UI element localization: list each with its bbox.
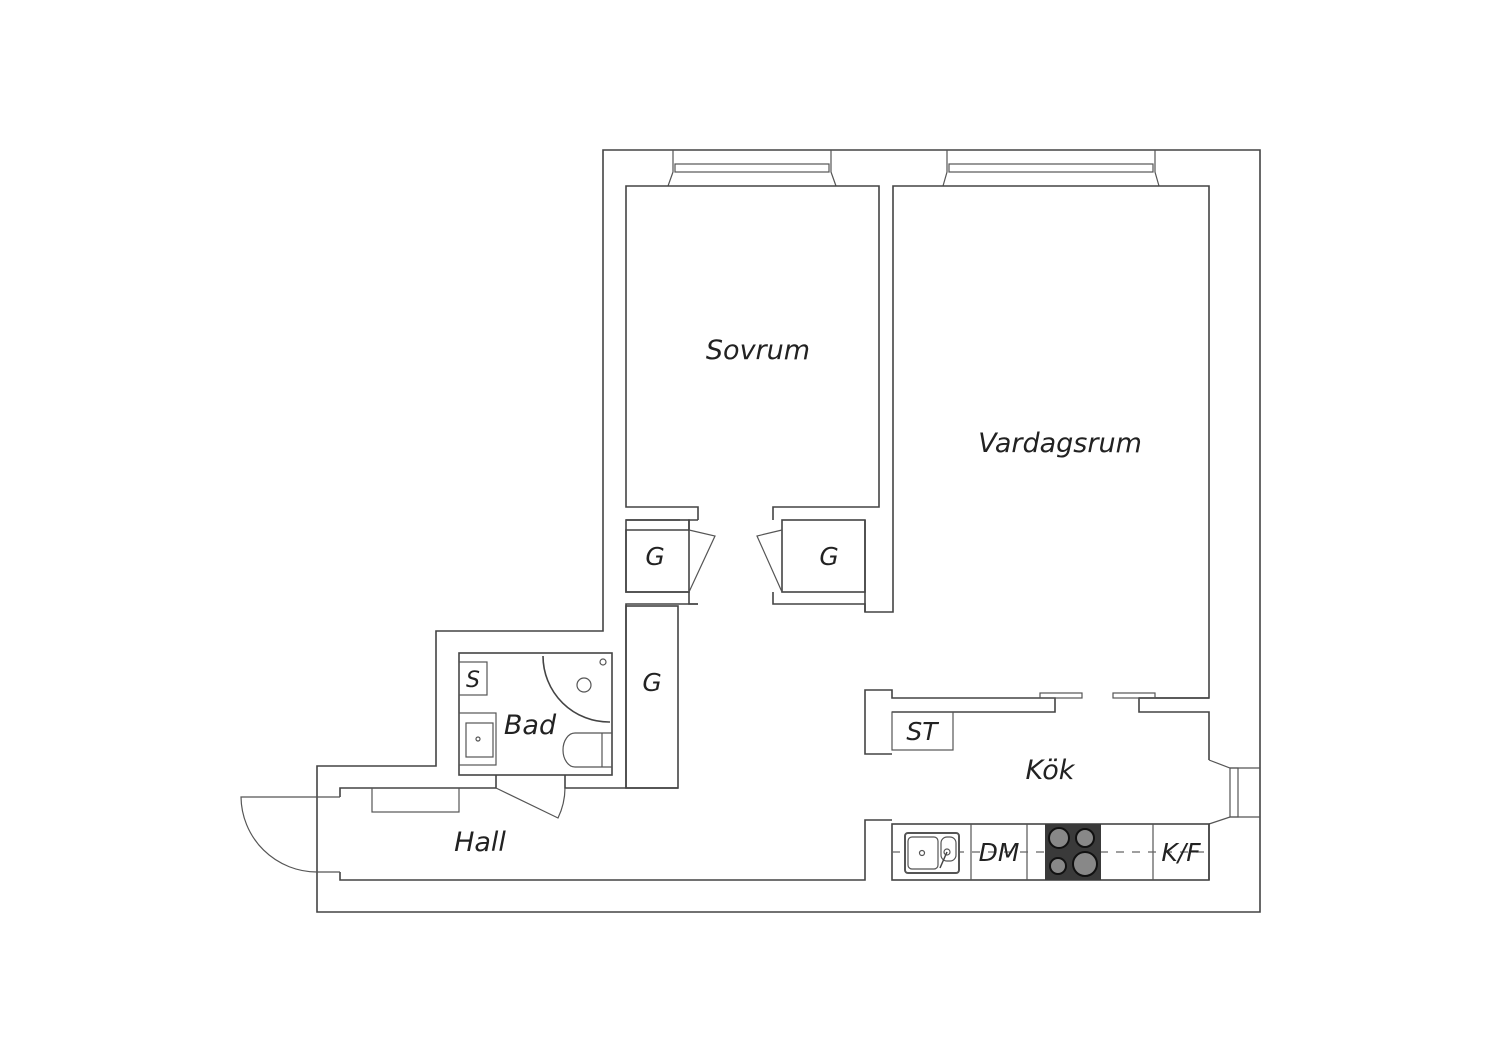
fixture-label-fridge: K/F [1161,838,1201,867]
shower-drain-icon [599,658,607,666]
closet-left [625,519,690,593]
living-room-wall [864,185,1210,699]
closet-label: G [819,542,838,571]
fixture-label-dishwasher: DM [979,838,1020,867]
hall-bottom-wall [339,819,892,881]
window-kitchen [1208,759,1260,825]
bedroom-wall [625,185,880,520]
hall-wardrobe [371,787,460,813]
door-stub-left [1039,692,1083,699]
storage-cabinet [891,711,954,751]
fixture-label-storage: ST [906,717,939,746]
kitchen-sink-icon [904,832,960,874]
sink-drain [475,736,481,742]
room-label-living-room: Vardagsrum [978,428,1142,459]
shower-head-icon [576,677,592,693]
room-label-bedroom: Sovrum [706,335,810,366]
outer-wall [316,149,1261,913]
closet-left-door [688,529,716,593]
closet-label: G [645,542,664,571]
room-label-kitchen: Kök [1026,755,1076,786]
closet-label: G [642,668,661,697]
closet-right-door [756,529,783,593]
window-living-room [942,150,1160,187]
stove-icon [1045,824,1101,880]
fixture-label-cabinet: S [466,668,480,693]
bathroom-door [495,787,566,819]
hall-wall [339,775,497,797]
sink-basin [465,722,494,758]
closet-right-wall [772,592,866,612]
bathroom-sink [458,712,497,766]
kitchen-top-wall-right [1138,697,1210,760]
toilet-icon [562,732,612,768]
window-bedroom [667,150,837,187]
door-stub-right [1112,692,1156,699]
bath-cabinet [458,661,488,696]
closet-right [781,519,866,593]
hall-wall-2 [564,775,678,789]
closet-hall [625,605,679,789]
entrance-door[interactable] [240,796,340,873]
wall-left-corridor [625,603,698,788]
kitchen-top-wall-left [864,689,1056,755]
shower-screen [542,655,611,723]
room-label-hall: Hall [454,827,506,858]
room-label-bathroom: Bad [504,710,557,741]
